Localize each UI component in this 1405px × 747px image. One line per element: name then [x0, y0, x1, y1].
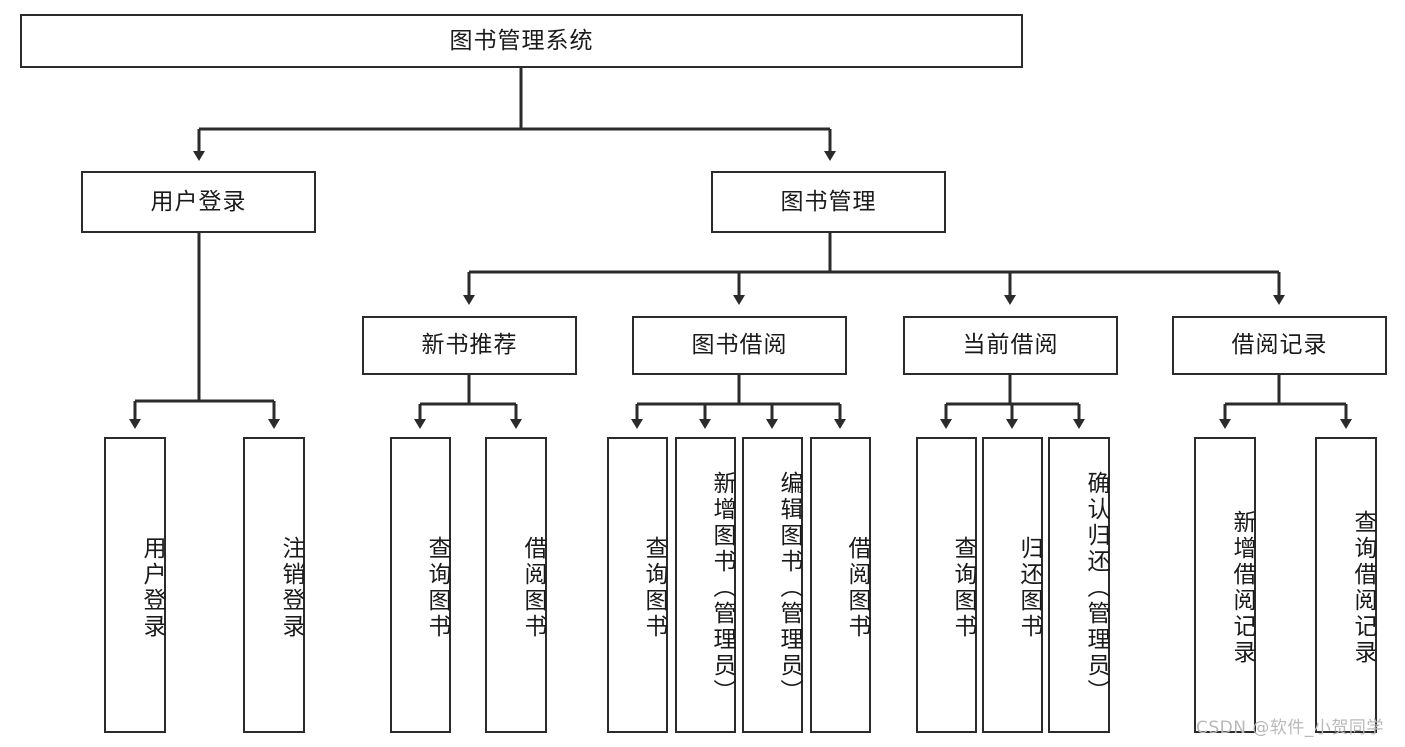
leaf-edit-book-admin[interactable]: 编辑图书（管理员） — [742, 437, 803, 733]
leaf-add-book-admin[interactable]: 新增图书（管理员） — [675, 437, 736, 733]
leaf-query-book-current-label: 查询图书 — [950, 536, 976, 640]
leaf-query-book-borrow-label: 查询图书 — [641, 536, 667, 640]
leaf-borrow-book-borrow[interactable]: 借阅图书 — [810, 437, 871, 733]
leaf-query-book-borrow[interactable]: 查询图书 — [607, 437, 668, 733]
leaf-borrow-book-newbook[interactable]: 借阅图书 — [485, 437, 547, 733]
leaf-return-book-label: 归还图书 — [1016, 536, 1042, 640]
leaf-confirm-return-admin[interactable]: 确认归还（管理员） — [1048, 437, 1110, 733]
leaf-return-book[interactable]: 归还图书 — [982, 437, 1043, 733]
leaf-logout[interactable]: 注销登录 — [243, 437, 305, 733]
node-user-login[interactable]: 用户登录 — [81, 171, 316, 233]
leaf-edit-book-admin-label: 编辑图书（管理员） — [776, 471, 802, 705]
leaf-user-login-label: 用户登录 — [139, 536, 165, 640]
node-current-borrow[interactable]: 当前借阅 — [903, 316, 1118, 375]
leaf-query-borrow-record-label: 查询借阅记录 — [1350, 510, 1376, 666]
leaf-add-borrow-record-label: 新增借阅记录 — [1229, 510, 1255, 666]
leaf-add-borrow-record[interactable]: 新增借阅记录 — [1194, 437, 1256, 733]
node-root[interactable]: 图书管理系统 — [20, 14, 1023, 68]
leaf-query-book-current[interactable]: 查询图书 — [916, 437, 977, 733]
node-book-management[interactable]: 图书管理 — [711, 171, 946, 233]
leaf-borrow-book-borrow-label: 借阅图书 — [844, 536, 870, 640]
node-new-book-recommend[interactable]: 新书推荐 — [362, 316, 577, 375]
csdn-watermark: CSDN @软件_小贺同学 — [1196, 718, 1384, 738]
leaf-user-login[interactable]: 用户登录 — [104, 437, 166, 733]
leaf-query-book-newbook[interactable]: 查询图书 — [390, 437, 451, 733]
leaf-borrow-book-newbook-label: 借阅图书 — [520, 536, 546, 640]
node-book-borrow-label: 图书借阅 — [691, 332, 788, 359]
node-book-borrow[interactable]: 图书借阅 — [632, 316, 847, 375]
leaf-logout-label: 注销登录 — [278, 536, 304, 640]
node-borrow-record-label: 借阅记录 — [1231, 332, 1328, 359]
node-current-borrow-label: 当前借阅 — [962, 332, 1059, 359]
leaf-query-book-newbook-label: 查询图书 — [424, 536, 450, 640]
node-user-login-label: 用户登录 — [150, 188, 247, 215]
node-root-label: 图书管理系统 — [449, 27, 594, 54]
leaf-query-borrow-record[interactable]: 查询借阅记录 — [1315, 437, 1377, 733]
leaf-add-book-admin-label: 新增图书（管理员） — [709, 471, 735, 705]
node-book-management-label: 图书管理 — [780, 188, 877, 215]
leaf-confirm-return-admin-label: 确认归还（管理员） — [1083, 471, 1109, 705]
node-borrow-record[interactable]: 借阅记录 — [1172, 316, 1387, 375]
node-new-book-recommend-label: 新书推荐 — [421, 332, 518, 359]
